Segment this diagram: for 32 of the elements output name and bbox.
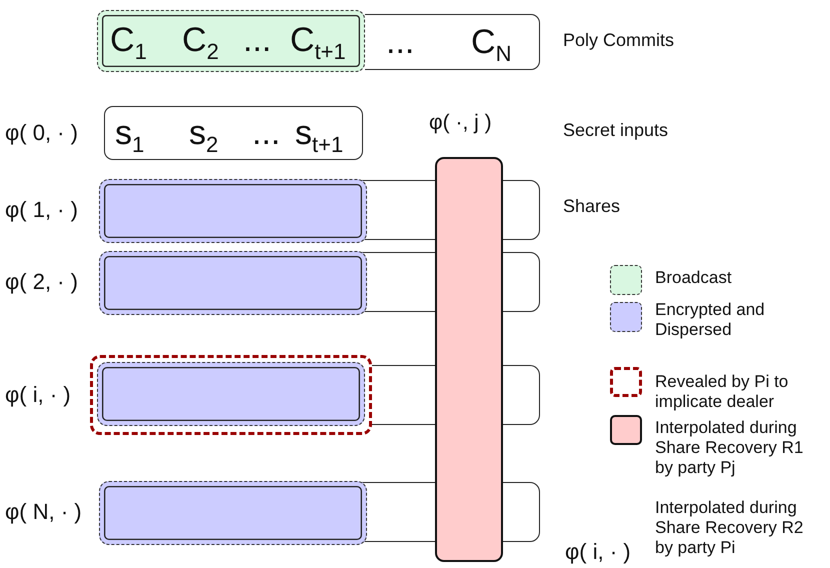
secret-label: s$_{2}$ — [189, 116, 218, 156]
legend-text: Broadcast — [655, 268, 733, 288]
legend-symbol: φ( i, · ) — [565, 541, 631, 563]
secret-label: s$_{t+1}$ — [295, 116, 344, 156]
encrypted-share-box — [99, 179, 368, 244]
row-heading: Secret inputs — [563, 121, 668, 139]
ellipsis: ... — [243, 23, 272, 57]
column-heading: φ( ·, j ) — [429, 112, 492, 133]
encrypted-share-box — [99, 481, 368, 546]
commitment-label: C$_{1}$ — [110, 23, 147, 63]
secret-label: s$_{1}$ — [115, 116, 144, 156]
legend-text: Revealed by Pi to implicate dealer — [655, 372, 790, 412]
row-heading: Shares — [563, 197, 620, 215]
row-label: φ( i, · ) — [5, 384, 71, 406]
row-label: φ( 0, · ) — [5, 122, 78, 144]
ellipsis: ... — [252, 116, 280, 150]
interpolation-column — [435, 157, 503, 562]
ellipsis: ... — [386, 25, 414, 59]
commitment-label: C$_{2}$ — [182, 23, 219, 63]
encrypted-share-box — [99, 251, 368, 316]
commitments-box — [365, 14, 540, 70]
legend-text: Interpolated during Share Recovery R2 by party Pi — [655, 498, 804, 558]
row-label: φ( N, · ) — [5, 501, 82, 523]
row-label: φ( 2, · ) — [5, 271, 78, 293]
broadcast-box — [97, 10, 365, 72]
legend-text: Encrypted and Dispersed — [655, 300, 766, 340]
commitment-label: C$_{N}$ — [471, 25, 512, 65]
row-label: φ( 1, · ) — [5, 199, 78, 221]
commitment-label: C$_{t+1}$ — [290, 23, 346, 63]
legend-text: Interpolated during Share Recovery R1 by party Pj — [655, 418, 804, 478]
row-heading: Poly Commits — [563, 31, 674, 49]
secret-inputs-box — [104, 106, 363, 160]
